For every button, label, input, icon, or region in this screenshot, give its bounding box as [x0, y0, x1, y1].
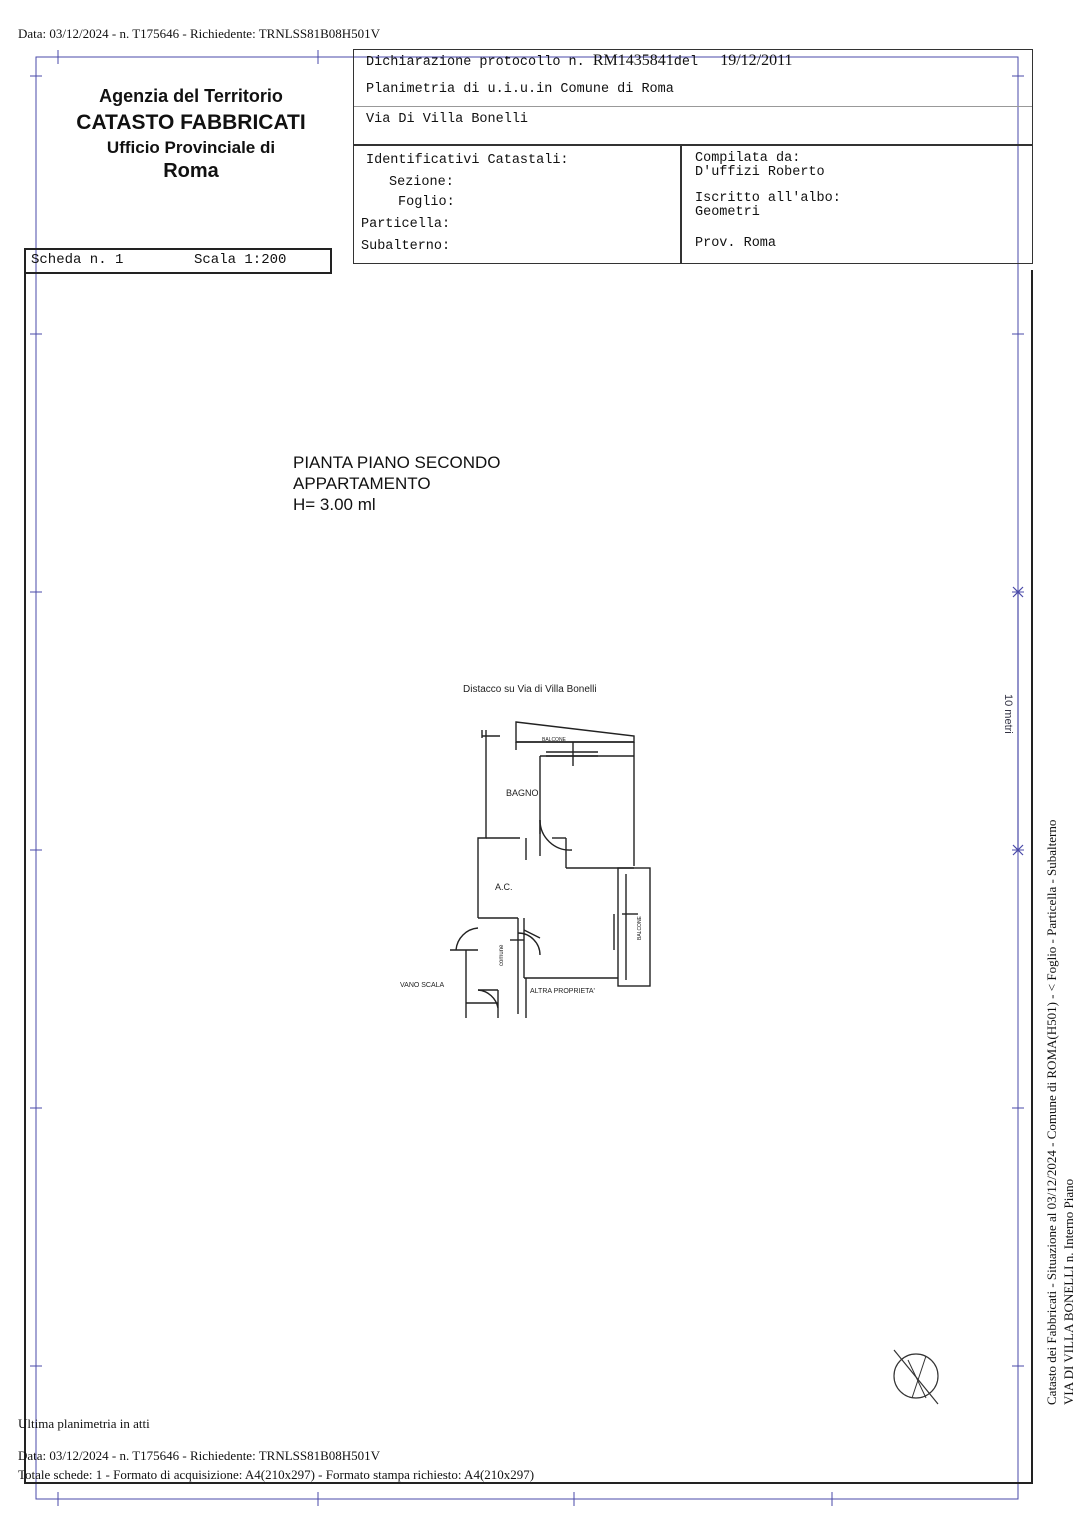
- planimetria-line: Planimetria di u.i.u.in Comune di Roma: [366, 82, 674, 97]
- drawing-frame: [24, 270, 1033, 1484]
- albo-value: Geometri: [695, 205, 760, 220]
- side-line-2: VIA DI VILLA BONELLI n. Interno Piano: [1061, 1178, 1076, 1405]
- footer-ultima: Ultima planimetria in atti: [18, 1416, 150, 1431]
- agency-header: Agenzia del Territorio CATASTO FABBRICAT…: [36, 86, 346, 183]
- sezione-label: Sezione:: [389, 175, 454, 190]
- particella-label: Particella:: [361, 217, 451, 232]
- label-bagno: BAGNO: [506, 788, 539, 798]
- agency-name: Agenzia del Territorio: [99, 86, 283, 106]
- protocol-number: RM1435841: [592, 52, 674, 69]
- footer-totale: Totale schede: 1 - Formato di acquisizio…: [18, 1467, 535, 1482]
- albo-label: Iscritto all'albo:: [695, 191, 841, 206]
- label-comune: comune: [499, 944, 505, 966]
- label-distacco: Distacco su Via di Villa Bonelli: [463, 684, 597, 695]
- compiled-box: Compilata da: D'uffizi Roberto Iscritto …: [680, 144, 1033, 264]
- scale-label: Scala 1:200: [194, 252, 287, 268]
- declaration-box: Dichiarazione protocollo n. RM1435841del…: [353, 49, 1033, 146]
- ufficio-label: Ufficio Provinciale di: [106, 138, 276, 157]
- label-vano-scala: VANO SCALA: [400, 982, 445, 989]
- identifiers-box: Identificativi Catastali: Sezione: Fogli…: [353, 144, 682, 264]
- north-arrow-icon: [893, 1349, 939, 1405]
- label-balcone-top: BALCONE: [542, 737, 567, 743]
- side-line-1: Catasto dei Fabbricati - Situazione al 0…: [1044, 819, 1059, 1405]
- floor-plan: Distacco su Via di Villa Bonelli BALCONE…: [400, 684, 651, 1018]
- prov-value: Prov. Roma: [695, 236, 777, 251]
- plan-floor: PIANTA PIANO SECONDO: [293, 453, 501, 472]
- subalterno-label: Subalterno:: [361, 239, 451, 254]
- declaration-date: 19/12/2011: [720, 52, 793, 69]
- label-altra-proprieta: ALTRA PROPRIETA': [530, 988, 595, 995]
- footer-data-line: Data: 03/12/2024 - n. T175646 - Richiede…: [18, 1448, 381, 1463]
- foglio-label: Foglio:: [398, 195, 455, 210]
- compiled-label: Compilata da:: [695, 151, 801, 166]
- scheda-box: Scheda n. 1 Scala 1:200: [24, 248, 332, 274]
- catasto-title: CATASTO FABBRICATI: [76, 111, 306, 134]
- side-cadastral-text: Catasto dei Fabbricati - Situazione al 0…: [1043, 685, 1077, 1405]
- label-ac: A.C.: [495, 882, 513, 892]
- label-balcone-right: BALCONE: [637, 915, 643, 940]
- plan-type: APPARTAMENTO: [293, 474, 431, 493]
- declaration-del: del: [673, 55, 699, 70]
- address-line: Via Di Villa Bonelli: [366, 112, 529, 127]
- ufficio-city: Roma: [163, 160, 219, 182]
- compiled-name: D'uffizi Roberto: [695, 165, 825, 180]
- declaration-prefix: Dichiarazione protocollo n.: [366, 55, 585, 70]
- top-request-line: Data: 03/12/2024 - n. T175646 - Richiede…: [18, 26, 381, 41]
- plan-height: H= 3.00 ml: [293, 495, 376, 514]
- plan-title: PIANTA PIANO SECONDO APPARTAMENTO H= 3.0…: [293, 452, 501, 515]
- scheda-number: Scheda n. 1: [31, 252, 124, 268]
- identifiers-title: Identificativi Catastali:: [366, 153, 569, 168]
